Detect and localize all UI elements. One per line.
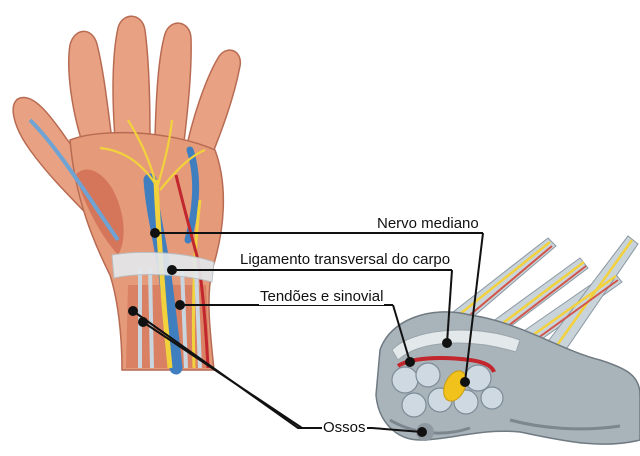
dot-ossos-right [418, 428, 426, 436]
ring-finger [155, 23, 191, 142]
tendon-disc [465, 365, 491, 391]
middle-finger [113, 16, 150, 138]
tendon-disc [392, 367, 418, 393]
index-finger [69, 31, 112, 142]
label-ossos: Ossos [322, 419, 367, 436]
label-tendoes-sinovial: Tendões e sinovial [259, 288, 384, 305]
line-ossos-b [143, 322, 302, 428]
dot-tend-right [406, 358, 414, 366]
label-nervo-mediano: Nervo mediano [376, 215, 480, 232]
dot-nervo-right [461, 378, 469, 386]
label-ligamento-transversal: Ligamento transversal do carpo [239, 251, 451, 268]
dot-lig-right [443, 339, 451, 347]
tendon-disc [402, 393, 426, 417]
tendon-disc [416, 363, 440, 387]
tendon-disc [481, 387, 503, 409]
hand-illustration [13, 16, 240, 370]
